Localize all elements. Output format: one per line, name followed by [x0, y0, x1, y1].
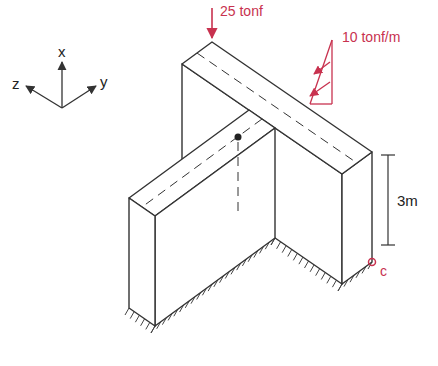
distributed-load: [310, 40, 332, 104]
flange-end-face: [342, 152, 372, 284]
point-marker: [369, 259, 376, 266]
hatch-stroke: [316, 269, 320, 276]
flange-centerline: [197, 53, 357, 163]
axis-label: z: [12, 76, 20, 91]
axis-label: x: [58, 44, 66, 59]
axis-triad: [26, 62, 96, 108]
hatch-stroke: [327, 276, 331, 283]
web-side-face: [155, 128, 275, 326]
hatch-stroke: [338, 284, 342, 291]
load-value: 10 tonf/m: [342, 30, 400, 44]
hatch-stroke: [282, 246, 286, 253]
hatch-stroke: [288, 250, 292, 257]
hatch-stroke: [299, 257, 303, 264]
hatch-stroke: [141, 319, 145, 326]
load-value: 25 tonf: [220, 4, 263, 18]
hatch-stroke: [151, 326, 155, 333]
hatch-stroke: [146, 322, 150, 329]
web-end-face: [129, 198, 155, 326]
hatch-stroke: [332, 280, 336, 287]
hatch-stroke: [151, 326, 155, 333]
web-centerline: [142, 119, 262, 207]
hatch-stroke: [277, 242, 281, 249]
axis-label: y: [100, 74, 108, 89]
height-dimension: [381, 155, 395, 245]
hatch-stroke: [293, 253, 297, 260]
hatch-stroke: [310, 265, 314, 272]
point-load-arrow: [211, 8, 213, 38]
hatch-stroke: [321, 273, 325, 280]
vertical-centerline: [238, 142, 239, 215]
hatch-stroke: [130, 312, 134, 319]
hatch-stroke: [125, 308, 129, 315]
hatch-stroke: [135, 315, 139, 322]
hatch-stroke: [338, 284, 342, 291]
centroid-dot: [235, 134, 242, 141]
hatch-stroke: [305, 261, 309, 268]
dimension-label: 3m: [397, 193, 418, 208]
point-label: c: [380, 264, 387, 278]
